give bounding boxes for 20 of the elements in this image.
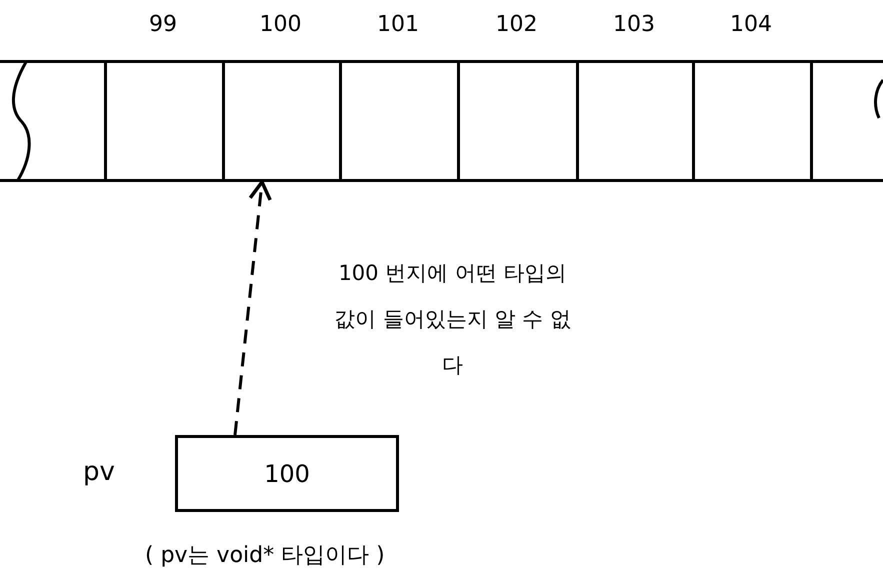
address-label: 100: [258, 12, 302, 37]
address-label: 104: [729, 12, 773, 37]
memory-cell: [339, 60, 457, 182]
memory-cell: [104, 60, 222, 182]
memory-cell: [0, 60, 104, 182]
memory-cell: [222, 60, 339, 182]
edge-label: 100 번지에 어떤 타입의 값이 들어있는지 알 수 없다: [333, 260, 572, 379]
address-label: 101: [376, 12, 420, 37]
memory-cell: [457, 60, 576, 182]
value-text: 100: [264, 460, 310, 488]
address-label: 103: [612, 12, 656, 37]
arrow: [234, 180, 272, 436]
variable-name: pv: [83, 457, 115, 487]
memory-cell: [576, 60, 692, 182]
memory-cell: [810, 60, 883, 182]
memory-cell: [692, 60, 810, 182]
type-note: ( pv는 void* 타입이다 ): [145, 542, 385, 570]
address-label: 102: [494, 12, 538, 37]
address-label: 99: [148, 12, 178, 37]
variable-box: [175, 435, 399, 512]
